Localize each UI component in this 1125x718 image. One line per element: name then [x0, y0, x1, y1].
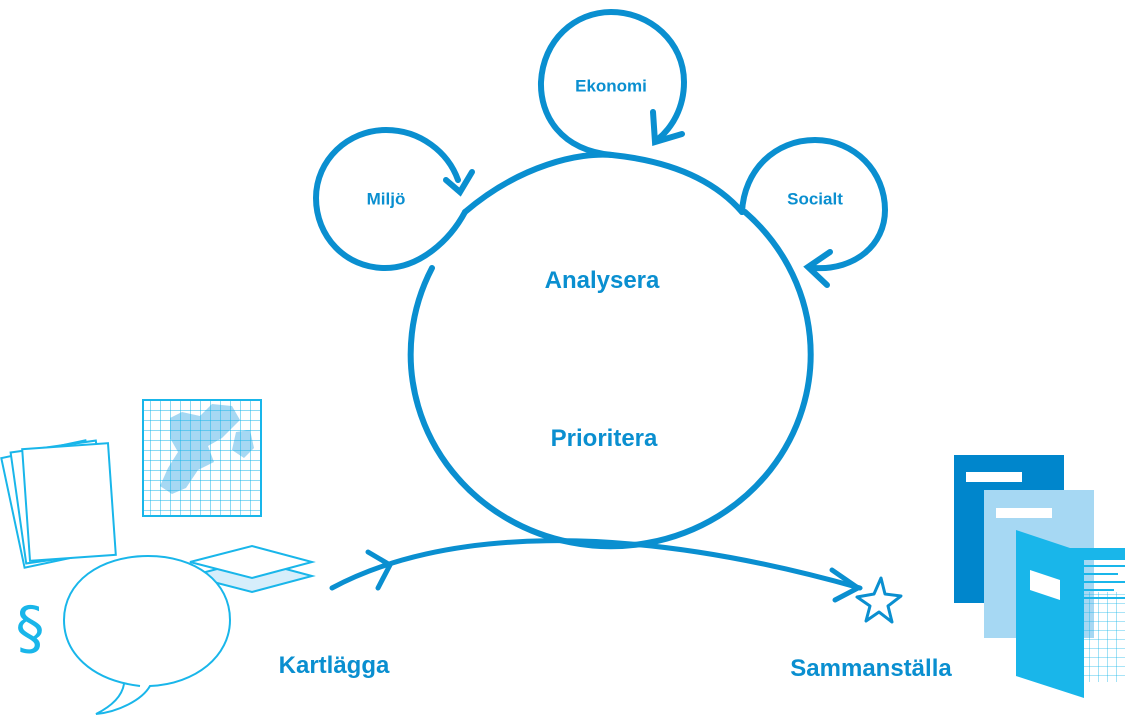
section-sign-icon: §: [15, 594, 45, 662]
socialt-label: Socialt: [787, 189, 843, 209]
analysera-label: Analysera: [544, 267, 660, 294]
main-circle: [407, 151, 814, 550]
ekonomi-label: Ekonomi: [575, 76, 647, 96]
miljo-loop: [312, 126, 475, 272]
star-icon: [855, 576, 903, 624]
prioritera-label: Prioritera: [550, 425, 658, 452]
layer-stack-icon: [189, 544, 316, 594]
report-stack-icon: [954, 455, 1125, 698]
kartlagga-label: Kartlägga: [278, 652, 390, 679]
timeline-arc: [329, 538, 863, 603]
sammanstalla-label: Sammanställa: [790, 655, 952, 682]
speech-bubble-icon: [62, 554, 232, 715]
ekonomi-loop: [537, 8, 688, 158]
miljo-label: Miljö: [366, 189, 406, 209]
map-grid-icon: [142, 399, 262, 517]
socialt-loop: [739, 136, 889, 288]
document-stack-icon: [0, 439, 117, 569]
